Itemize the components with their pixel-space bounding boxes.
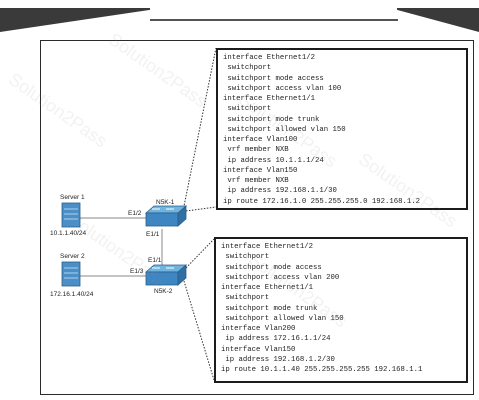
- n5k1-port-e1-1: E1/1: [146, 231, 160, 238]
- config-line: switchport access vlan 100: [223, 84, 342, 93]
- config-line: switchport mode trunk: [223, 115, 320, 124]
- config-line: ip route 10.1.1.40 255.255.255.255 192.1…: [221, 366, 423, 374]
- config-line: switchport: [221, 294, 270, 303]
- switch-n5k2-icon: [144, 264, 188, 286]
- config-line: interface Vlan200: [221, 325, 296, 333]
- config-line: interface Vlan100: [223, 136, 298, 144]
- config-line: ip route 172.16.1.0 255.255.255.0 192.16…: [223, 197, 421, 206]
- config-line: switchport allowed vlan 150: [223, 125, 346, 134]
- config-line: ip address 192.168.1.2/30: [221, 355, 335, 364]
- switch-n5k1-icon: [144, 205, 188, 227]
- callout-line-n5k2-top: [183, 238, 215, 271]
- callout-line-n5k1-bottom: [185, 206, 217, 212]
- server-1-label: Server 1: [60, 194, 85, 201]
- config-line: interface Ethernet1/2: [223, 54, 315, 62]
- config-line: ip address 10.1.1.1/24: [223, 156, 324, 165]
- config-line: switchport allowed vlan 150: [221, 314, 344, 323]
- config-line: interface Ethernet1/1: [223, 95, 315, 103]
- config-line: interface Ethernet1/2: [221, 243, 313, 251]
- config-line: interface Ethernet1/1: [221, 284, 313, 292]
- server-2-label: Server 2: [60, 253, 85, 260]
- config-line: vrf member NXB: [223, 146, 289, 155]
- config-box-n5k1: interface Ethernet1/2 switchport switchp…: [216, 48, 468, 210]
- server-2-icon: [61, 261, 81, 287]
- config-line: switchport mode access: [221, 263, 322, 272]
- config-line: switchport mode access: [223, 74, 324, 83]
- server-1-icon: [61, 202, 81, 228]
- config-line: switchport: [221, 253, 270, 262]
- switch-n5k2-label: N5K-2: [154, 288, 173, 295]
- config-line: interface Vlan150: [223, 166, 298, 175]
- config-line: switchport: [223, 105, 272, 114]
- config-line: interface Vlan150: [221, 345, 296, 354]
- server-1-ip: 10.1.1.40/24: [50, 230, 87, 237]
- callout-line-n5k2-bottom: [183, 280, 215, 381]
- server-2-ip: 172.16.1.40/24: [50, 291, 94, 298]
- config-line: switchport access vlan 200: [221, 273, 340, 282]
- n5k2-port-e1-3: E1/3: [130, 268, 144, 275]
- n5k2-port-e1-1: E1/1: [148, 257, 162, 264]
- callout-line-n5k1-top: [182, 47, 217, 212]
- config-line: vrf member NXB: [223, 177, 289, 185]
- config-line: ip address 172.16.1.1/24: [221, 335, 331, 344]
- config-line: switchport: [223, 64, 272, 73]
- switch-n5k1-label: N5K-1: [156, 199, 175, 206]
- config-line: ip address 192.168.1.1/30: [223, 187, 337, 196]
- config-box-n5k2: interface Ethernet1/2 switchport switchp…: [214, 237, 468, 383]
- diagram-frame: [40, 40, 474, 395]
- config-line: switchport mode trunk: [221, 304, 318, 313]
- n5k1-port-e1-2: E1/2: [128, 210, 142, 217]
- header-rule: [150, 19, 398, 21]
